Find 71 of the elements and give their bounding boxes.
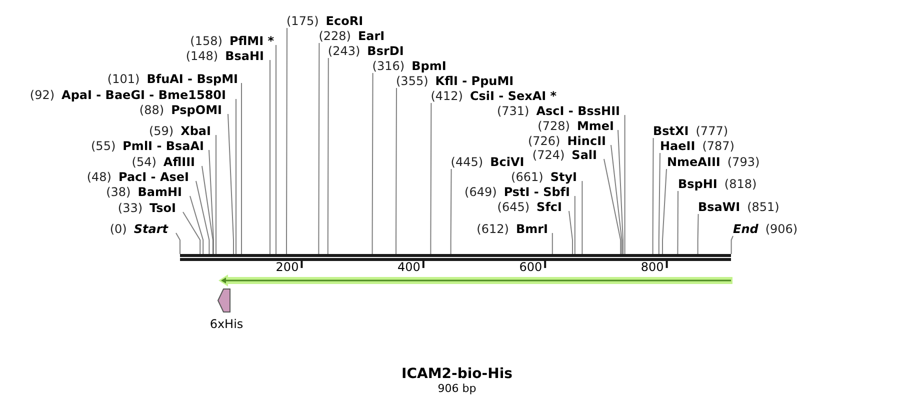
site-label: BsaWI (851): [698, 200, 780, 214]
feature-band: [218, 274, 733, 287]
leader-line: [652, 138, 654, 254]
feature-label: 6xHis: [210, 317, 244, 331]
site-label: (445) BciVI: [450, 155, 524, 169]
leader-line: [574, 196, 576, 254]
site-label: BstXI (777): [653, 124, 728, 138]
leader-line: [228, 114, 234, 254]
caption: 906 bp: [438, 382, 476, 395]
site-label: (88) PspOMI: [139, 103, 222, 117]
site-label: NmeAIII (793): [667, 155, 760, 169]
site-label: BspHI (818): [678, 177, 757, 191]
site-label: (175) EcoRI: [286, 14, 364, 28]
leader-line: [618, 130, 624, 254]
site-label: (355) KflI - PpuMI: [396, 74, 514, 88]
site-label: (649) PstI - SbfI: [464, 185, 570, 199]
leader-line: [662, 168, 667, 254]
leader-line: [552, 232, 553, 254]
leader-line: [176, 232, 180, 254]
leader-line: [697, 214, 699, 254]
leader-line: [450, 168, 452, 254]
leader-line: [190, 196, 204, 254]
site-label: (48) PacI - AseI: [86, 170, 189, 184]
site-label: (38) BamHI: [106, 185, 182, 199]
leader-line: [430, 102, 432, 254]
leader-line: [604, 158, 622, 254]
site-label: (412) CsiI - SexAI *: [430, 89, 557, 103]
leader-line: [658, 152, 660, 254]
leader-line: [182, 212, 201, 254]
leader-line: [396, 88, 397, 254]
leader-line: [372, 72, 374, 254]
leader-line: [196, 180, 210, 254]
site-label: HaeII (787): [660, 139, 734, 153]
leader-line: [318, 42, 320, 254]
site-label: (661) StyI: [511, 170, 577, 184]
tick-label: 600: [519, 260, 542, 274]
leader-line: [730, 236, 734, 254]
site-label: (726) HincII: [528, 134, 606, 148]
site-label: (316) BpmI: [372, 59, 446, 73]
site-label: (243) BsrDI: [328, 44, 404, 58]
site-label: (724) SalI: [532, 148, 597, 162]
leader-line: [241, 82, 242, 254]
site-label: (54) AflIII: [132, 155, 195, 169]
site-label: (59) XbaI: [148, 124, 211, 138]
site-label: (645) SfcI: [497, 200, 562, 214]
site-label: (728) MmeI: [538, 119, 614, 133]
site-label: (101) BfuAI - BspMI: [107, 72, 238, 86]
leader-line: [568, 210, 573, 254]
tick-label: 800: [640, 260, 664, 274]
site-label: (148) BsaHI: [186, 49, 264, 63]
tick-label: 400: [398, 260, 420, 274]
site-label: (612) BmrI: [476, 222, 548, 236]
site-label: (158) PflMI *: [190, 34, 274, 48]
site-label: (92) ApaI - BaeGI - Bme1580I: [30, 88, 226, 102]
site-label: (0) Start: [110, 222, 168, 236]
leader-line: [208, 150, 214, 254]
leader-line: [610, 144, 622, 254]
tick-label: 200: [276, 260, 299, 274]
site-label: End (906): [733, 222, 798, 236]
leader-line: [327, 58, 329, 254]
site-label: (33) TsoI: [118, 201, 176, 215]
leader-line: [624, 114, 626, 254]
site-label: (731) AscI - BssHII: [496, 104, 620, 118]
site-label: (55) PmlI - BsaAI: [91, 139, 204, 153]
title: ICAM2-bio-His: [402, 366, 512, 382]
leader-line: [677, 190, 678, 254]
site-label: (228) EarI: [318, 29, 385, 43]
leader-line: [286, 28, 288, 254]
leader-line: [582, 180, 583, 254]
sequence-bar: [180, 254, 732, 261]
leader-line: [202, 166, 214, 254]
